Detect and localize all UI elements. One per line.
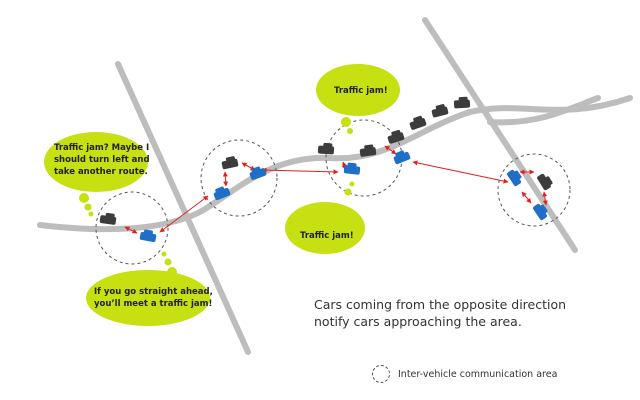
blue-car-center-b <box>249 166 267 180</box>
blue-car-left <box>139 229 157 243</box>
svg-text:Traffic jam? Maybe I sho: Traffic jam? Maybe I should turn left an… <box>54 143 153 177</box>
arrow-local-jam-b <box>384 145 397 155</box>
dark-car-center <box>221 156 239 170</box>
dark-car-jam-4 <box>409 115 427 130</box>
arrow-left-to-center <box>159 195 209 233</box>
legend: Inter-vehicle communication area <box>372 365 557 383</box>
dark-car-right <box>537 173 553 191</box>
bubble-left-bottom-line-1: If you go straight ahead, <box>94 287 213 297</box>
dark-car-jam-3 <box>387 129 405 144</box>
cars <box>99 96 553 243</box>
arrow-local-right-c <box>521 191 532 204</box>
bubble-center-bottom: Traffic jam! <box>285 181 365 254</box>
bubble-center-bottom-line-1: Traffic jam! <box>300 231 354 241</box>
arrow-local-center-a <box>222 171 229 187</box>
right-cross-road <box>422 17 578 253</box>
svg-text:If you go straight ahead,: If you go straight ahead, you’ll meet a … <box>94 287 216 309</box>
caption: Cars coming from the opposite direction … <box>314 296 614 330</box>
dark-car-jam-2 <box>359 144 377 157</box>
blue-car-jam-b <box>393 150 411 165</box>
bubble-left-top-line-2: should turn left and <box>54 155 150 165</box>
dark-car-left <box>99 212 117 225</box>
bubble-left-top-line-3: take another route. <box>54 167 148 177</box>
bubble-left-bottom: If you go straight ahead, you’ll meet a … <box>86 251 216 326</box>
bubble-left-top: Traffic jam? Maybe I should turn left an… <box>44 132 153 217</box>
bubble-left-top-line-1: Traffic jam? Maybe I <box>54 143 149 153</box>
caption-line-1: Cars coming from the opposite direction <box>314 297 567 312</box>
blue-car-right-a <box>506 169 522 187</box>
arrow-local-left <box>124 226 138 234</box>
legend-dashed-circle-icon <box>372 365 390 383</box>
bubble-center-top: Traffic jam! <box>316 64 400 134</box>
blue-car-jam-a <box>343 162 361 175</box>
blue-car-center-a <box>213 186 231 201</box>
caption-line-2: notify cars approaching the area. <box>314 314 522 329</box>
right-branch-road <box>487 95 601 126</box>
dark-car-jam-5 <box>431 104 449 118</box>
arrow-jam-to-right <box>412 160 509 184</box>
legend-label: Inter-vehicle communication area <box>398 368 558 380</box>
dark-car-jam-6 <box>453 96 471 109</box>
svg-text:Traffic jam!: Traffic jam! <box>300 231 354 241</box>
arrow-center-to-jam <box>261 167 339 175</box>
blue-car-right-b <box>532 203 548 221</box>
comm-area-center-left <box>200 139 278 217</box>
bubble-center-top-line-1: Traffic jam! <box>334 86 388 96</box>
comm-area-right <box>497 153 571 227</box>
svg-text:Traffic jam!: Traffic jam! <box>334 86 388 96</box>
arrow-local-right-b <box>542 191 548 206</box>
bubble-left-bottom-line-2: you’ll meet a traffic jam! <box>94 299 212 309</box>
dark-car-jam-1 <box>317 142 335 155</box>
